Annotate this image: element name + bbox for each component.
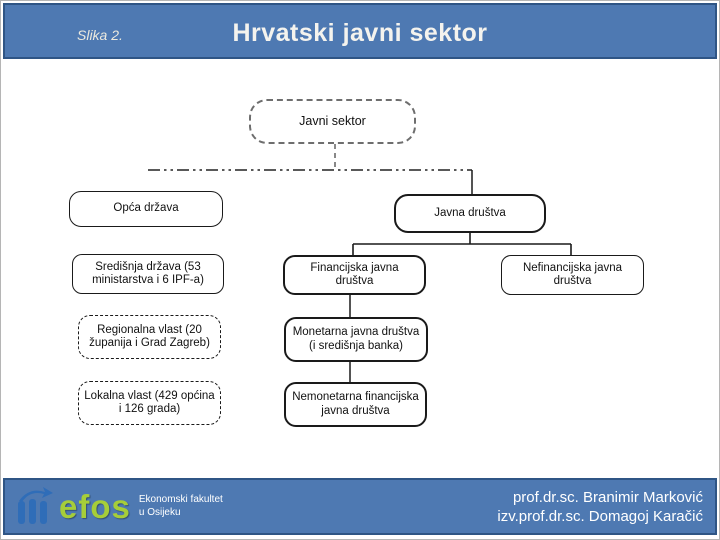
- node-opca-drzava: Opća država: [69, 191, 223, 227]
- node-financijska: Financijska javna društva: [283, 255, 426, 295]
- figure-label: Slika 2.: [77, 27, 123, 43]
- author-line-2: izv.prof.dr.sc. Domagoj Karačić: [497, 507, 703, 525]
- faculty-name: Ekonomski fakultet u Osijeku: [139, 494, 223, 519]
- node-regionalna-vlast: Regionalna vlast (20 županija i Grad Zag…: [78, 315, 221, 359]
- node-monetarna: Monetarna javna društva (i središnja ban…: [284, 317, 428, 362]
- page-title: Hrvatski javni sektor: [232, 18, 488, 47]
- node-sredisnja-drzava: Središnja država (53 ministarstva i 6 IP…: [72, 254, 224, 294]
- author-credits: prof.dr.sc. Branimir Marković izv.prof.d…: [497, 488, 703, 526]
- efos-logo-text: efos: [59, 488, 131, 525]
- node-lokalna-vlast: Lokalna vlast (429 općina i 126 grada): [78, 381, 221, 425]
- efos-logo-icon: [18, 486, 53, 524]
- node-javni-sektor: Javni sektor: [249, 99, 416, 144]
- faculty-name-line1: Ekonomski fakultet: [138, 494, 223, 505]
- node-nefinancijska: Nefinancijska javna društva: [501, 255, 644, 295]
- author-line-1: prof.dr.sc. Branimir Marković: [512, 488, 703, 506]
- footer-bar: efos Ekonomski fakultet u Osijeku prof.d…: [3, 478, 717, 535]
- node-nemonetarna: Nemonetarna financijska javna društva: [284, 382, 427, 427]
- node-javna-drustva: Javna društva: [394, 194, 546, 233]
- efos-logo: efos Ekonomski fakultet u Osijeku: [13, 486, 223, 528]
- header-bar: Slika 2. Hrvatski javni sektor: [3, 3, 717, 59]
- faculty-name-line2: u Osijeku: [138, 506, 181, 518]
